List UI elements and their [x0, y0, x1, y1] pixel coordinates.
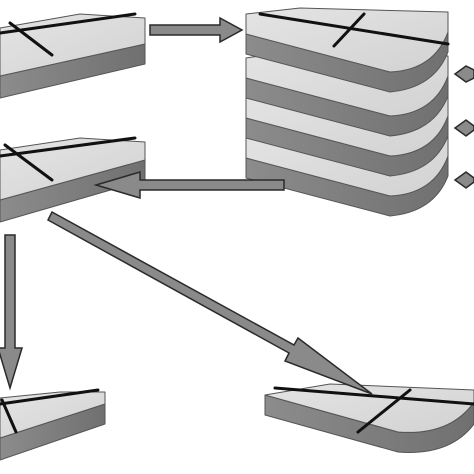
slab-top-face: [0, 137, 146, 201]
slab-cut-line: [8, 21, 54, 57]
slab-bottom-left: [0, 388, 106, 461]
slab-cut-line: [356, 388, 412, 434]
stack-layer-1: [245, 7, 450, 93]
slab-stack-right: [245, 7, 450, 217]
slab-cut-line: [273, 386, 474, 406]
slab-middle-left: [0, 136, 146, 223]
arrow-middle-to-bottom-left: [0, 234, 24, 391]
slab-cut-line: [332, 12, 366, 48]
arrow-middle-to-bottom-right: [47, 210, 373, 395]
slab-top-face: [245, 7, 449, 73]
slab-cut-line: [0, 12, 137, 35]
slab-cut-line: [3, 143, 54, 182]
slab-bottom-right: [264, 383, 474, 453]
slab-cut-line: [0, 398, 18, 434]
slab-top-face: [0, 13, 146, 77]
slab-cut-line: [0, 136, 137, 158]
arrow-partial-right: [453, 65, 474, 83]
arrow-stack-to-middle: [93, 170, 285, 200]
slab-top-face: [0, 391, 106, 439]
slab-cut-line: [0, 388, 100, 406]
incoming-arrows-right: [453, 65, 474, 189]
slab-top-left: [0, 12, 146, 99]
arrow-partial-right: [453, 171, 474, 189]
arrow-partial-right: [453, 119, 474, 137]
slab-cut-line: [258, 12, 450, 46]
slab-top-face: [264, 383, 474, 433]
arrow-top-to-stack: [149, 16, 244, 44]
